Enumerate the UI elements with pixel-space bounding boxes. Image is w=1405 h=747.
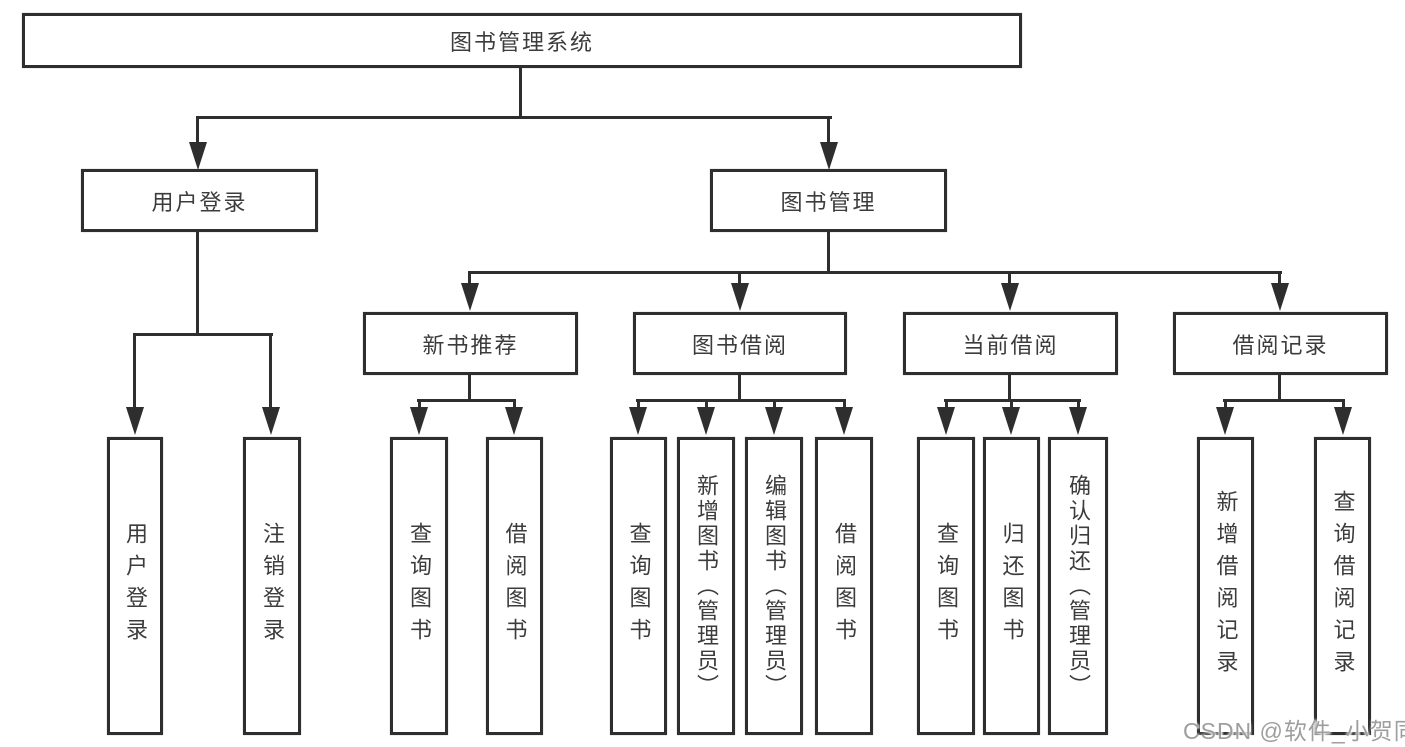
arrowhead-mgmt bbox=[820, 142, 838, 170]
node-leaf-recommend-query-book-label: 查询图书 bbox=[407, 522, 432, 650]
node-leaf-confirm-return-admin-label: 确认归还（管理员） bbox=[1066, 473, 1091, 699]
arrowhead-sec4 bbox=[1271, 283, 1289, 311]
connector-sec3-leaf2-stem bbox=[1010, 399, 1013, 410]
connector-sec3-stub bbox=[1008, 373, 1011, 402]
connector-login-bar bbox=[133, 333, 273, 336]
connector-sec4-bar bbox=[1223, 399, 1344, 402]
arrowhead-sec1-leaf2 bbox=[505, 407, 523, 435]
node-user-login-label: 用户登录 bbox=[151, 189, 248, 215]
node-borrow-records-label: 借阅记录 bbox=[1232, 332, 1329, 358]
node-new-book-recommend: 新书推荐 bbox=[363, 312, 578, 375]
arrowhead-sec4-leaf1 bbox=[1216, 407, 1234, 435]
node-leaf-borrowing-query-book-label: 查询图书 bbox=[626, 522, 652, 650]
connector-mgmt-stub bbox=[827, 230, 830, 274]
arrowhead-sec2-leaf3 bbox=[765, 407, 783, 435]
node-leaf-user-login: 用户登录 bbox=[107, 437, 163, 735]
node-leaf-recommend-borrow-book: 借阅图书 bbox=[486, 437, 543, 735]
connector-sec2-leaf1-stem bbox=[637, 399, 640, 410]
arrowhead-sec2-leaf4 bbox=[835, 407, 853, 435]
connector-level3-bar bbox=[468, 271, 1282, 274]
node-leaf-borrowing-borrow-book-label: 借阅图书 bbox=[832, 522, 857, 650]
arrowhead-sec3 bbox=[1001, 283, 1019, 311]
node-leaf-logout: 注销登录 bbox=[243, 437, 301, 735]
node-book-management-label: 图书管理 bbox=[780, 189, 877, 215]
arrowhead-sec1 bbox=[461, 283, 479, 311]
connector-root-stub bbox=[519, 66, 522, 119]
node-leaf-borrowing-borrow-book: 借阅图书 bbox=[815, 437, 873, 735]
connector-sec2-leaf3-stem bbox=[773, 399, 776, 410]
connector-sec2-leaf4-stem bbox=[843, 399, 846, 410]
connector-sec1-bar bbox=[417, 399, 516, 402]
connector-sec3-stem bbox=[1008, 271, 1011, 285]
connector-sec1-stem bbox=[468, 271, 471, 285]
node-leaf-confirm-return-admin: 确认归还（管理员） bbox=[1048, 437, 1108, 735]
connector-mgmt-stem bbox=[827, 116, 830, 144]
connector-sec4-stem bbox=[1278, 271, 1281, 285]
connector-sec2-stub bbox=[738, 373, 741, 402]
node-current-borrowing-label: 当前借阅 bbox=[962, 332, 1059, 358]
connector-login-stem bbox=[196, 116, 199, 144]
node-leaf-return-book: 归还图书 bbox=[983, 437, 1040, 735]
arrowhead-sec2 bbox=[731, 283, 749, 311]
arrowhead-sec3-leaf3 bbox=[1069, 407, 1087, 435]
connector-sec2-bar bbox=[636, 399, 846, 402]
node-book-borrowing: 图书借阅 bbox=[633, 312, 847, 375]
arrowhead-sec2-leaf1 bbox=[629, 407, 647, 435]
csdn-watermark: CSDN @软件_小贺同学 bbox=[1183, 718, 1405, 744]
node-leaf-borrowing-query-book: 查询图书 bbox=[610, 437, 667, 735]
node-borrow-records: 借阅记录 bbox=[1173, 312, 1388, 375]
connector-sec2-stem bbox=[738, 271, 741, 285]
arrowhead-sec4-leaf2 bbox=[1334, 407, 1352, 435]
arrowhead-sec3-leaf1 bbox=[937, 407, 955, 435]
node-leaf-recommend-query-book: 查询图书 bbox=[390, 437, 448, 735]
node-root: 图书管理系统 bbox=[22, 13, 1022, 68]
arrowhead-login bbox=[189, 142, 207, 170]
node-leaf-add-book-admin: 新增图书（管理员） bbox=[677, 437, 735, 735]
node-leaf-query-borrow-record: 查询借阅记录 bbox=[1314, 437, 1371, 735]
node-user-login: 用户登录 bbox=[81, 169, 318, 232]
node-leaf-logout-label: 注销登录 bbox=[260, 522, 285, 650]
connector-level1-bar bbox=[196, 116, 832, 119]
node-leaf-current-query-book: 查询图书 bbox=[917, 437, 975, 735]
node-leaf-current-query-book-label: 查询图书 bbox=[934, 522, 959, 650]
connector-sec1-leaf1-stem bbox=[418, 399, 421, 410]
node-new-book-recommend-label: 新书推荐 bbox=[422, 332, 519, 358]
node-root-label: 图书管理系统 bbox=[449, 29, 594, 55]
connector-sec2-leaf2-stem bbox=[705, 399, 708, 410]
arrowhead-sec3-leaf2 bbox=[1002, 407, 1020, 435]
node-leaf-add-book-admin-label: 新增图书（管理员） bbox=[694, 473, 719, 699]
connector-login-leaf1-stem bbox=[133, 333, 136, 409]
node-book-borrowing-label: 图书借阅 bbox=[691, 332, 788, 358]
connector-login-leaf2-stem bbox=[269, 333, 272, 409]
node-leaf-recommend-borrow-book-label: 借阅图书 bbox=[502, 522, 528, 650]
node-leaf-edit-book-admin-label: 编辑图书（管理员） bbox=[762, 473, 787, 699]
connector-sec1-leaf2-stem bbox=[513, 399, 516, 410]
connector-sec4-stub bbox=[1278, 373, 1281, 402]
connector-login-stub bbox=[196, 230, 199, 336]
node-current-borrowing: 当前借阅 bbox=[903, 312, 1118, 375]
node-leaf-user-login-label: 用户登录 bbox=[123, 522, 148, 650]
arrowhead-sec1-leaf1 bbox=[410, 407, 428, 435]
node-leaf-add-borrow-record: 新增借阅记录 bbox=[1197, 437, 1254, 735]
connector-sec1-stub bbox=[468, 373, 471, 402]
connector-sec3-leaf1-stem bbox=[945, 399, 948, 410]
node-leaf-edit-book-admin: 编辑图书（管理员） bbox=[745, 437, 803, 735]
node-leaf-return-book-label: 归还图书 bbox=[999, 522, 1025, 650]
arrowhead-login-leaf2 bbox=[262, 407, 280, 435]
node-leaf-add-borrow-record-label: 新增借阅记录 bbox=[1213, 490, 1239, 682]
node-book-management: 图书管理 bbox=[710, 169, 947, 232]
arrowhead-sec2-leaf2 bbox=[697, 407, 715, 435]
connector-sec4-leaf1-stem bbox=[1224, 399, 1227, 410]
node-leaf-query-borrow-record-label: 查询借阅记录 bbox=[1330, 490, 1356, 682]
arrowhead-login-leaf1 bbox=[126, 407, 144, 435]
connector-sec4-leaf2-stem bbox=[1342, 399, 1345, 410]
connector-sec3-leaf3-stem bbox=[1077, 399, 1080, 410]
